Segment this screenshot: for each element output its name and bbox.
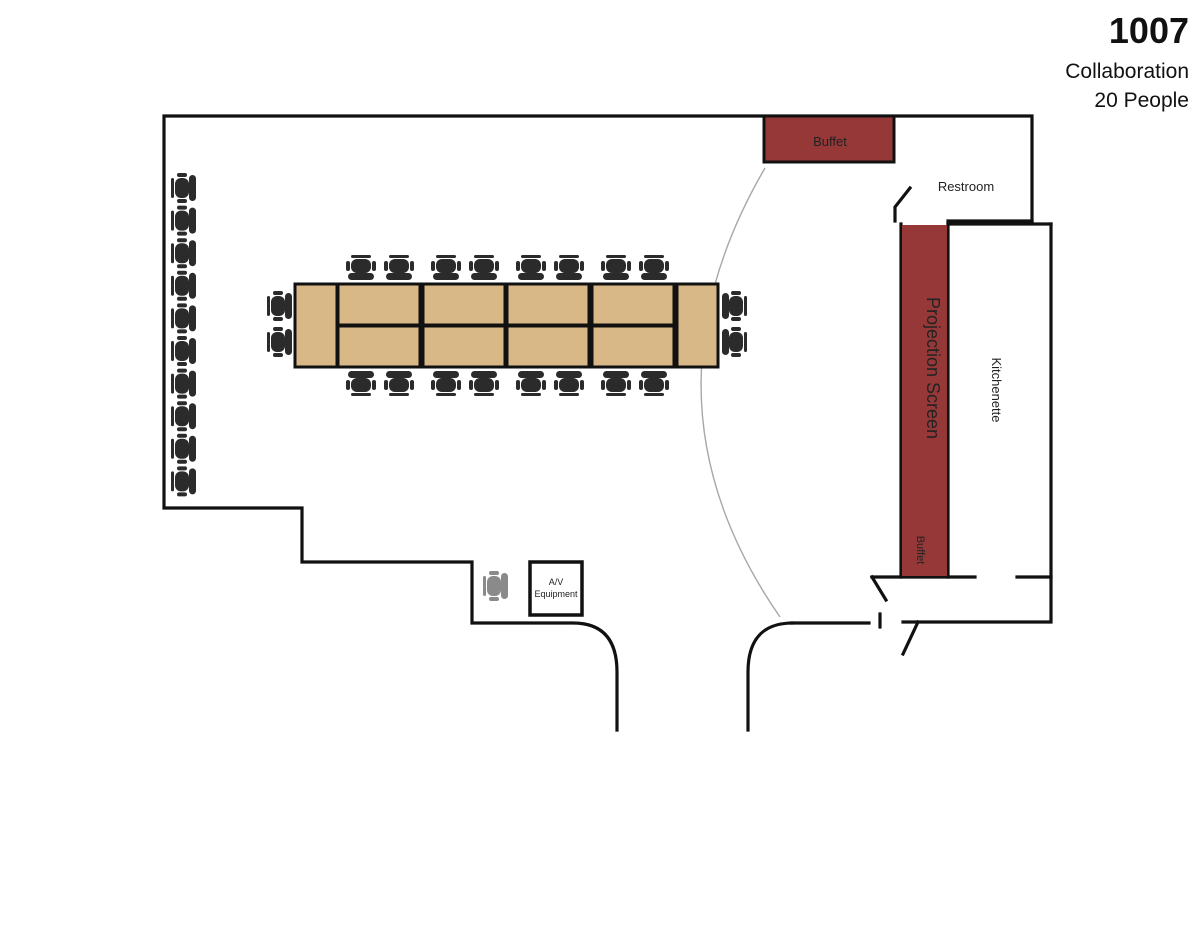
table (421, 282, 507, 327)
chair (171, 205, 196, 236)
room-type: Collaboration (1065, 60, 1189, 83)
table (421, 324, 507, 369)
table (336, 282, 422, 327)
chair (516, 255, 546, 280)
chair (171, 336, 196, 366)
table (590, 282, 676, 327)
chair (469, 371, 499, 396)
chair (431, 371, 461, 396)
table (293, 282, 339, 369)
chair (639, 371, 669, 396)
chair (346, 371, 376, 396)
table (505, 324, 591, 369)
table (675, 282, 720, 369)
chair (722, 291, 747, 321)
table (590, 324, 676, 369)
table (505, 282, 591, 327)
chair (722, 327, 747, 357)
chair (171, 466, 196, 497)
buffet-top: Buffet (762, 114, 896, 164)
door-swing-arc (700, 167, 781, 618)
chair (384, 255, 414, 280)
table (336, 324, 422, 369)
av-label-line2: Equipment (534, 589, 578, 599)
room-number: 1007 (1108, 10, 1189, 51)
chair (171, 368, 196, 399)
chair (171, 433, 196, 464)
conference-tables (293, 282, 720, 369)
chair (384, 371, 414, 396)
chair (469, 255, 499, 280)
chair (346, 255, 376, 280)
chair (171, 303, 196, 334)
chair (639, 255, 669, 280)
chairs (171, 173, 747, 601)
chair (554, 255, 584, 280)
chair (267, 291, 292, 321)
chair (171, 401, 196, 432)
room-capacity: 20 People (1094, 89, 1189, 112)
chair (516, 371, 546, 396)
av-label-line1: A/V (549, 577, 564, 587)
chair (601, 255, 631, 280)
buffet-side-label: Buffet (914, 536, 926, 565)
walls (162, 114, 1053, 732)
chair (171, 238, 196, 269)
chair (267, 327, 292, 357)
chair (171, 270, 196, 301)
chair (554, 371, 584, 396)
restroom-label: Restroom (938, 179, 994, 194)
kitchenette-label: Kitchenette (989, 357, 1004, 422)
projection-screen: Projection Screen Buffet (902, 225, 947, 576)
chair (483, 571, 508, 601)
projection-screen-label: Projection Screen (923, 297, 943, 439)
av-equipment: A/V Equipment (528, 560, 584, 617)
chair (601, 371, 631, 396)
chair (171, 173, 196, 203)
chair (431, 255, 461, 280)
buffet-top-label: Buffet (813, 134, 847, 149)
